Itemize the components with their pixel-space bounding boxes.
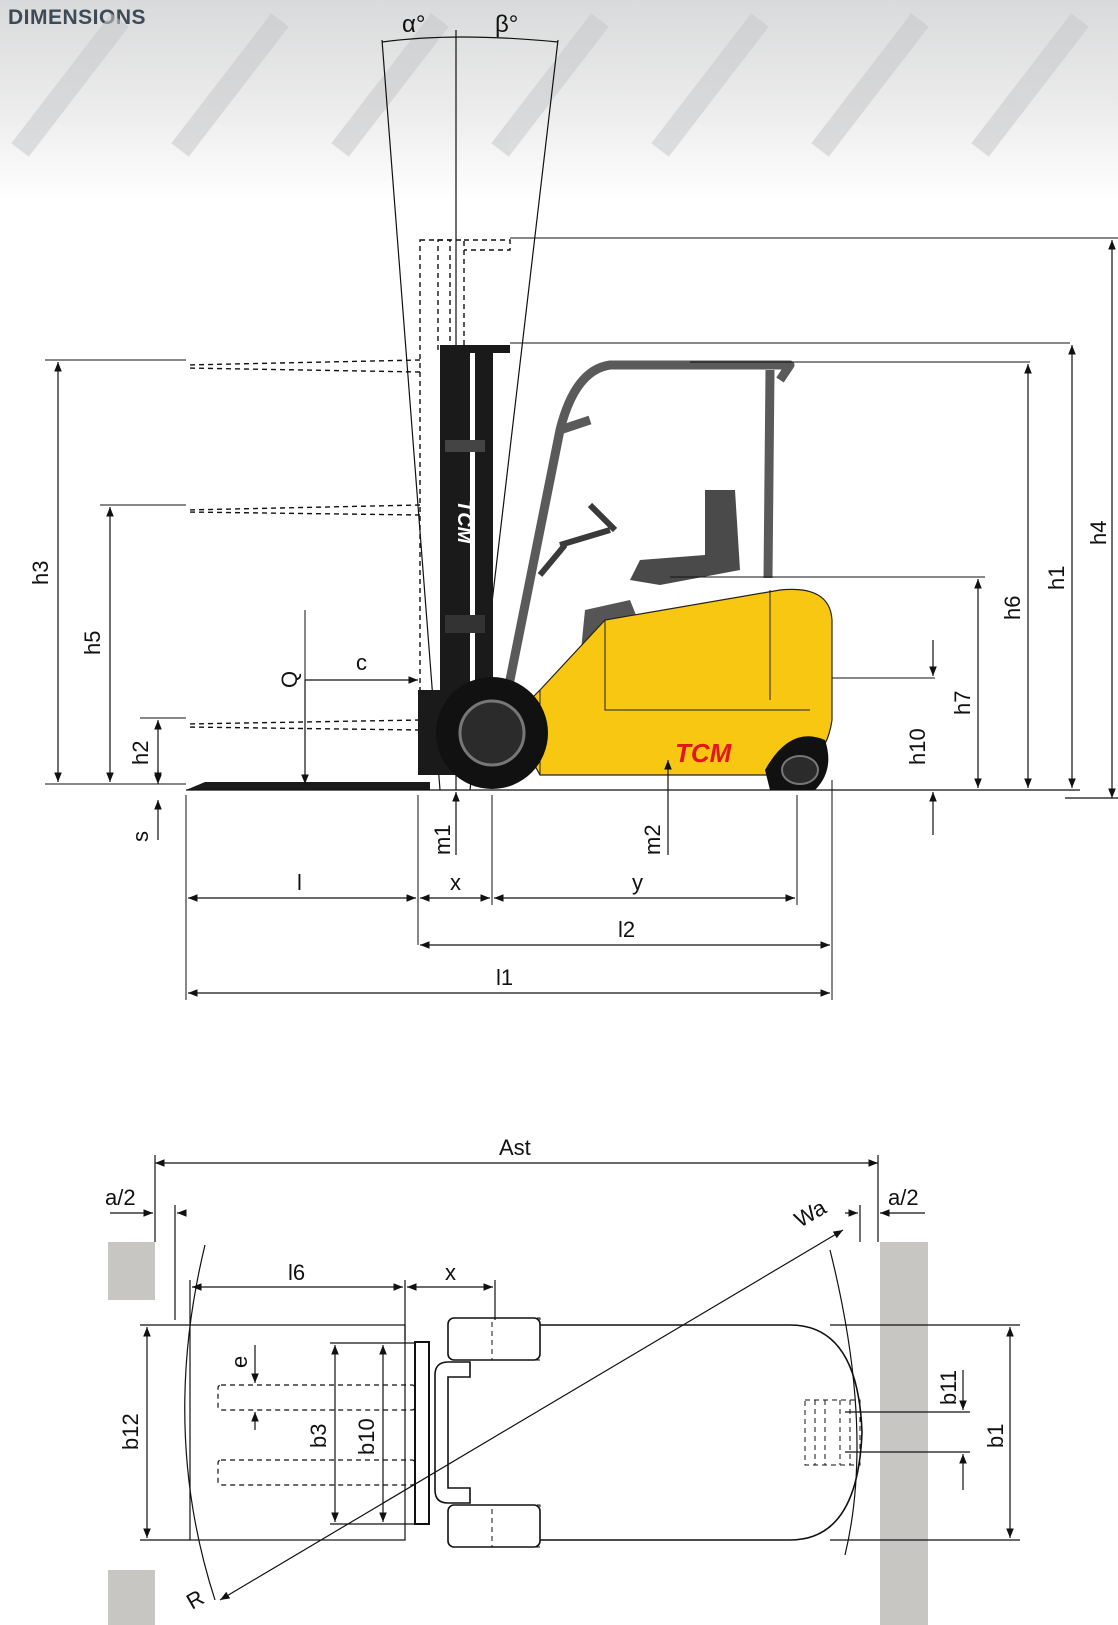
top-width-dimensions (140, 1324, 415, 1541)
header-roof-pattern (11, 13, 1089, 157)
truck-top-outline (414, 1317, 863, 1548)
clearance-arrows (452, 760, 672, 855)
top-view: Ast a/2 a/2 (105, 1135, 1020, 1625)
label-h3: h3 (28, 561, 53, 585)
label-h5: h5 (80, 631, 105, 655)
label-r: R (182, 1585, 208, 1615)
label-b11: b11 (936, 1370, 961, 1405)
rear-width-dimensions (830, 1324, 1020, 1541)
forks (186, 690, 440, 790)
label-alpha: α° (402, 11, 425, 38)
mast-extended-outline (185, 239, 511, 761)
extension-lines (45, 237, 1118, 1000)
label-x: x (450, 870, 461, 895)
mast: TCM (440, 345, 510, 775)
label-top-x: x (445, 1260, 456, 1285)
label-l6: l6 (288, 1260, 305, 1285)
label-wa: Wa (790, 1194, 831, 1232)
mast-logo: TCM (453, 500, 475, 545)
label-e: e (227, 1356, 252, 1368)
label-l: l (297, 870, 302, 895)
label-ast: Ast (499, 1135, 531, 1160)
label-a2-left: a/2 (105, 1185, 136, 1210)
label-l1: l1 (496, 965, 513, 990)
label-b10: b10 (354, 1418, 379, 1455)
front-wheel (436, 677, 548, 789)
label-h6: h6 (1000, 596, 1025, 620)
label-h4: h4 (1086, 521, 1111, 545)
overhead-guard (500, 360, 795, 706)
top-view-forks (217, 1384, 416, 1486)
label-a2-right: a/2 (888, 1185, 919, 1210)
rear-wheel (765, 736, 829, 790)
label-m2: m2 (640, 824, 665, 855)
wheel-dashes (491, 1317, 861, 1548)
header-background (0, 0, 1118, 200)
top-length-dimensions (189, 1280, 496, 1340)
label-h1: h1 (1044, 566, 1069, 590)
label-h2: h2 (128, 741, 153, 765)
label-beta: β° (495, 11, 518, 38)
label-h7: h7 (950, 691, 975, 715)
label-c: c (356, 650, 367, 675)
label-m1: m1 (430, 824, 455, 855)
length-dimension-arrows (188, 894, 830, 997)
left-dimension-arrows (54, 362, 418, 840)
label-y: y (632, 870, 643, 895)
ast-dimension (110, 1155, 925, 1320)
rack-blocks (108, 1242, 928, 1625)
label-s: s (128, 831, 153, 842)
label-b3: b3 (306, 1424, 331, 1448)
body-logo: TCM (675, 738, 733, 768)
label-l2: l2 (618, 917, 635, 942)
label-b12: b12 (118, 1413, 143, 1450)
truck-body: TCM (509, 588, 833, 776)
label-b1: b1 (983, 1424, 1008, 1448)
label-q: Q (277, 671, 302, 688)
label-h10: h10 (905, 728, 930, 765)
steering-wheel (537, 502, 618, 577)
side-view: α° β° TCM (28, 11, 1118, 1000)
right-dimension-arrows (929, 240, 1118, 835)
turning-radius (184, 1229, 858, 1601)
